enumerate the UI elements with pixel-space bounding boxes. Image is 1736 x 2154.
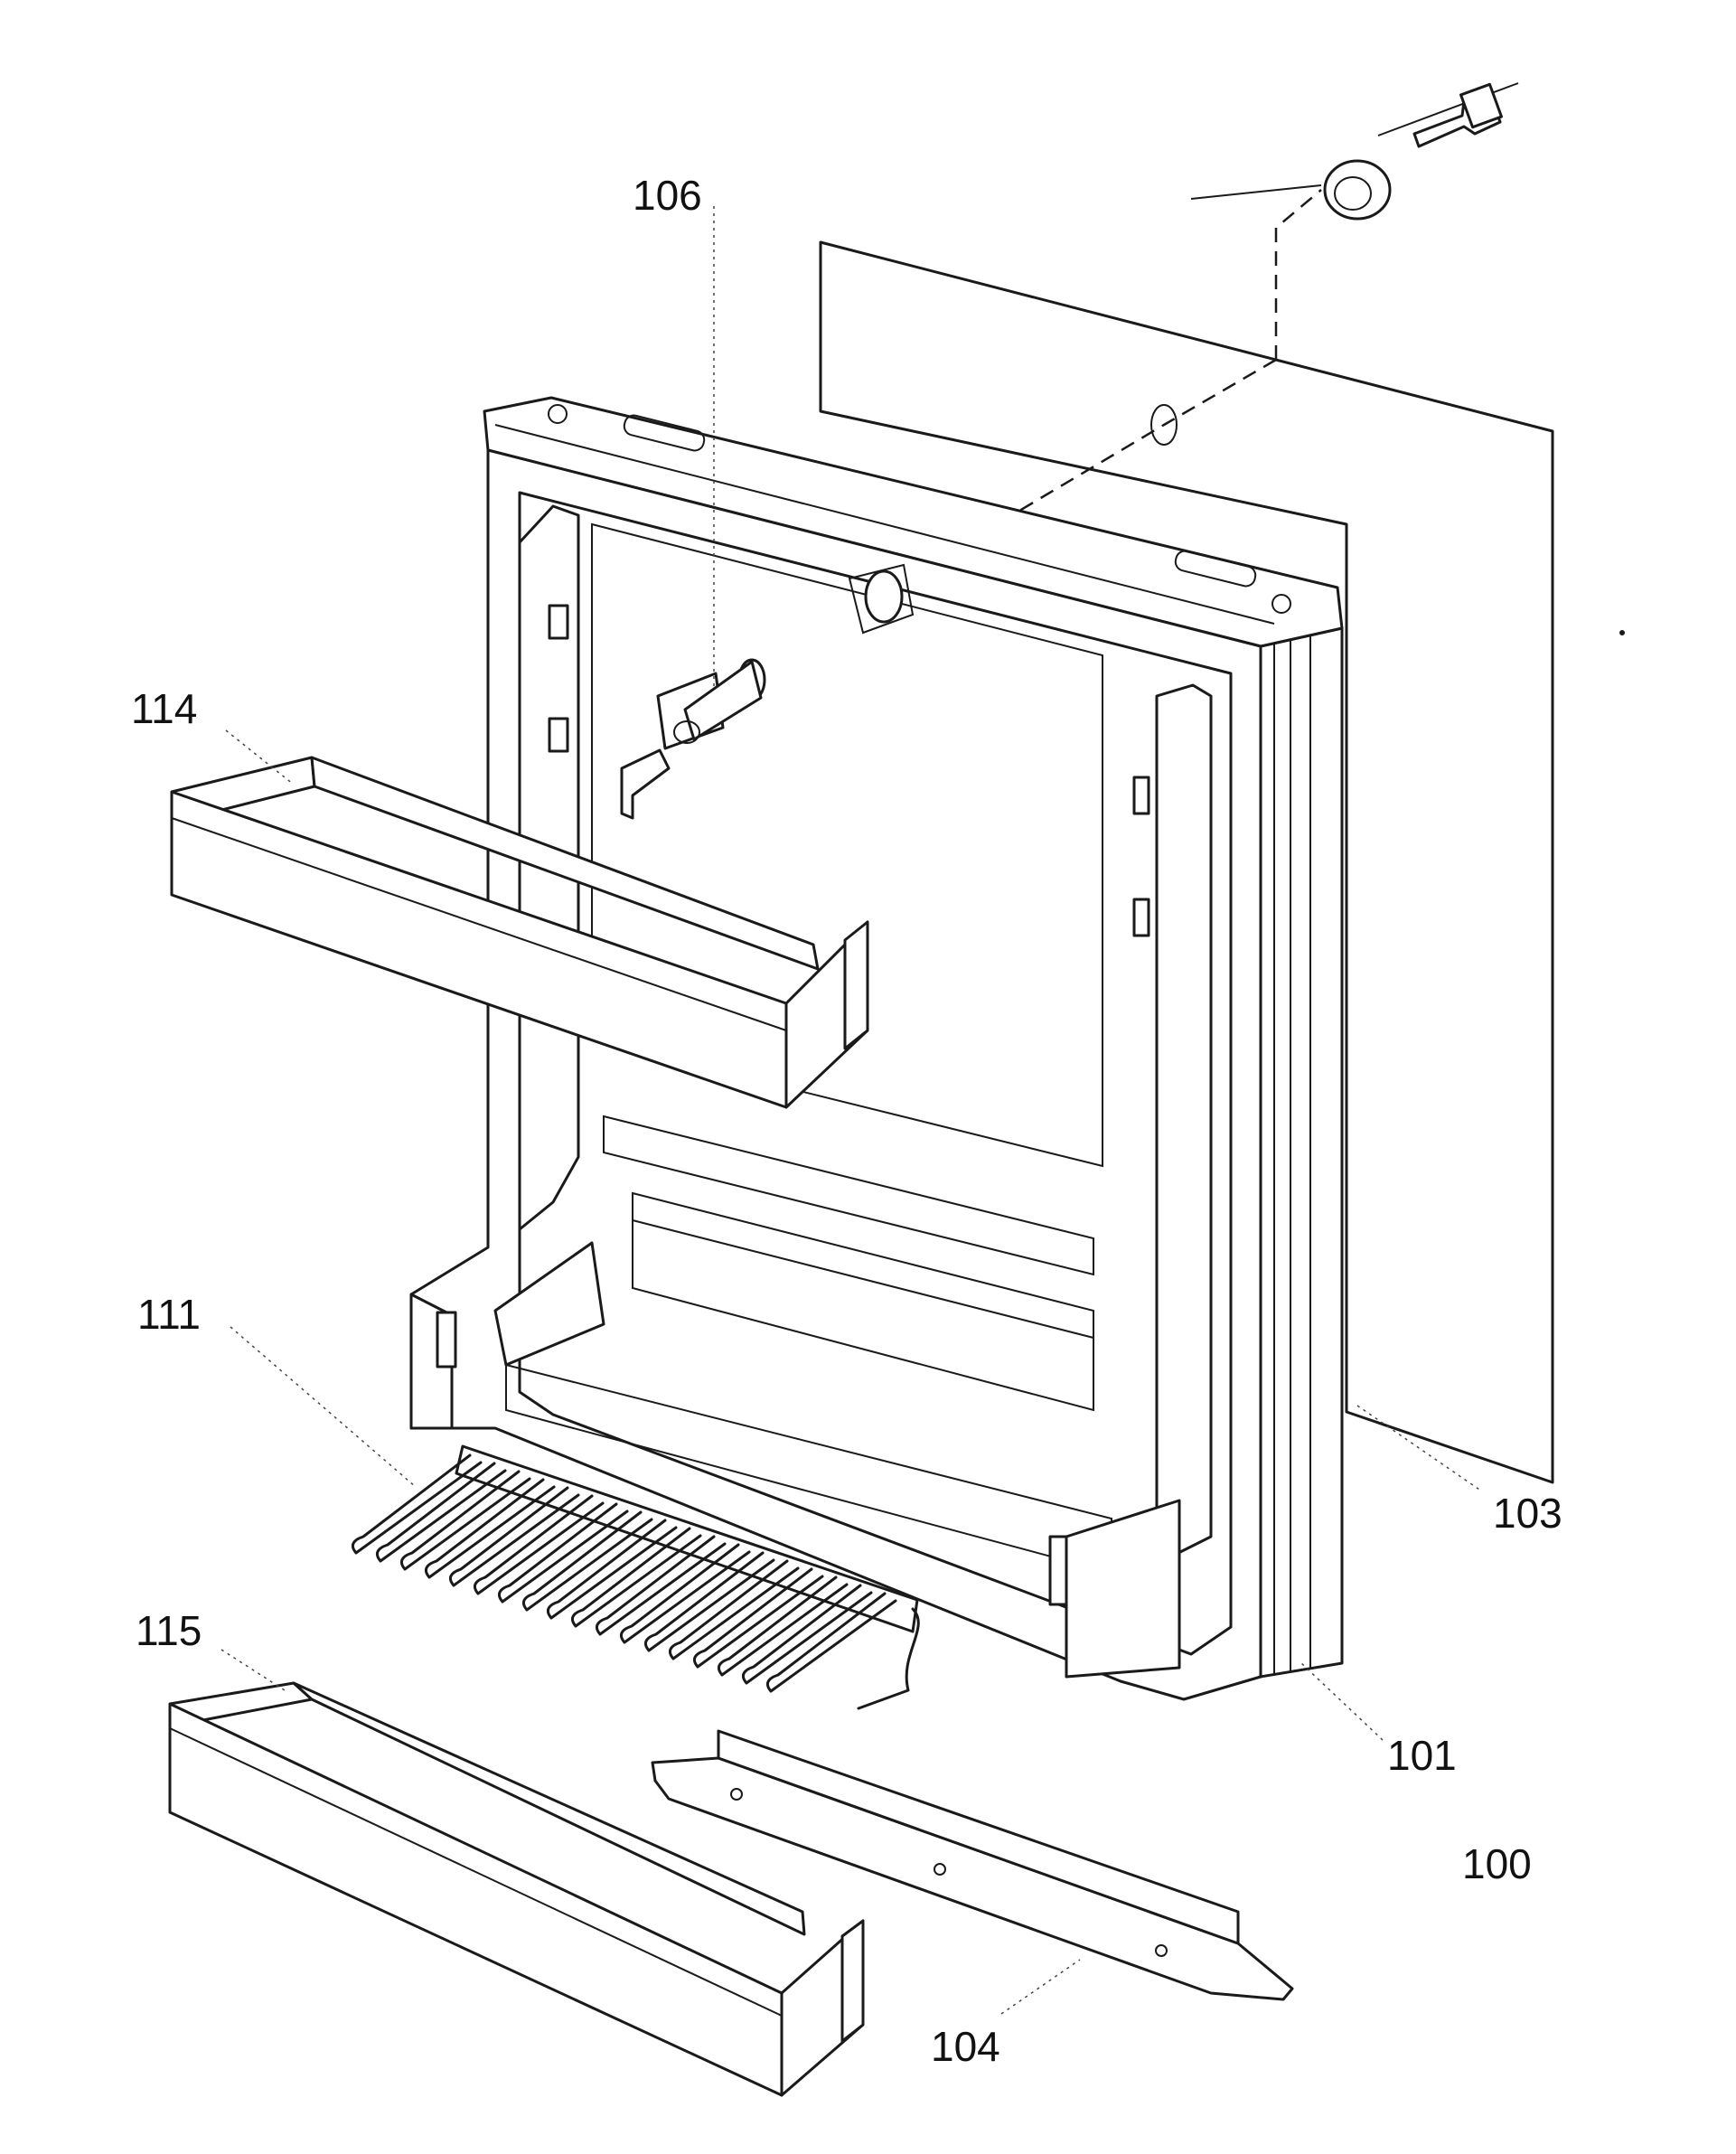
label-106: 106 xyxy=(633,172,702,219)
wire-rack-tines xyxy=(351,1453,897,1693)
rack-tine xyxy=(741,1584,873,1685)
upper-shelf-part-114 xyxy=(170,756,869,1109)
label-111: 111 xyxy=(137,1291,201,1338)
leader-lines xyxy=(221,206,1483,2015)
label-100: 100 xyxy=(1462,1840,1532,1887)
door-frame-part-101 xyxy=(409,396,1344,1701)
label-114: 114 xyxy=(131,685,197,732)
rack-tine xyxy=(570,1527,702,1628)
lock-ring xyxy=(1323,159,1392,221)
stray-dot xyxy=(1619,630,1625,635)
label-115: 115 xyxy=(136,1607,202,1654)
rack-tine xyxy=(692,1567,824,1669)
rack-tine xyxy=(595,1535,727,1636)
label-101: 101 xyxy=(1387,1732,1457,1779)
rack-tine xyxy=(765,1592,897,1693)
rack-tine xyxy=(521,1510,653,1612)
rack-tine xyxy=(497,1502,629,1604)
rack-tine xyxy=(619,1543,751,1644)
label-103: 103 xyxy=(1493,1490,1562,1537)
lower-shelf-part-115 xyxy=(168,1681,865,2097)
label-104: 104 xyxy=(931,2023,1000,2070)
rack-tine xyxy=(424,1478,556,1579)
rack-tine xyxy=(375,1462,507,1563)
lower-rail-part-104 xyxy=(651,1729,1294,2001)
rack-tine xyxy=(473,1494,605,1595)
rack-tine xyxy=(643,1551,775,1652)
rack-tine xyxy=(448,1486,580,1587)
rack-tine xyxy=(717,1576,849,1677)
rear-panel-part-103 xyxy=(819,240,1554,1484)
rack-tine xyxy=(546,1519,678,1620)
rack-tine xyxy=(399,1470,531,1571)
key-part xyxy=(1412,82,1503,148)
rack-tine xyxy=(668,1559,800,1660)
lock-assembly-part-106 xyxy=(620,658,766,820)
rack-tine xyxy=(351,1453,483,1555)
